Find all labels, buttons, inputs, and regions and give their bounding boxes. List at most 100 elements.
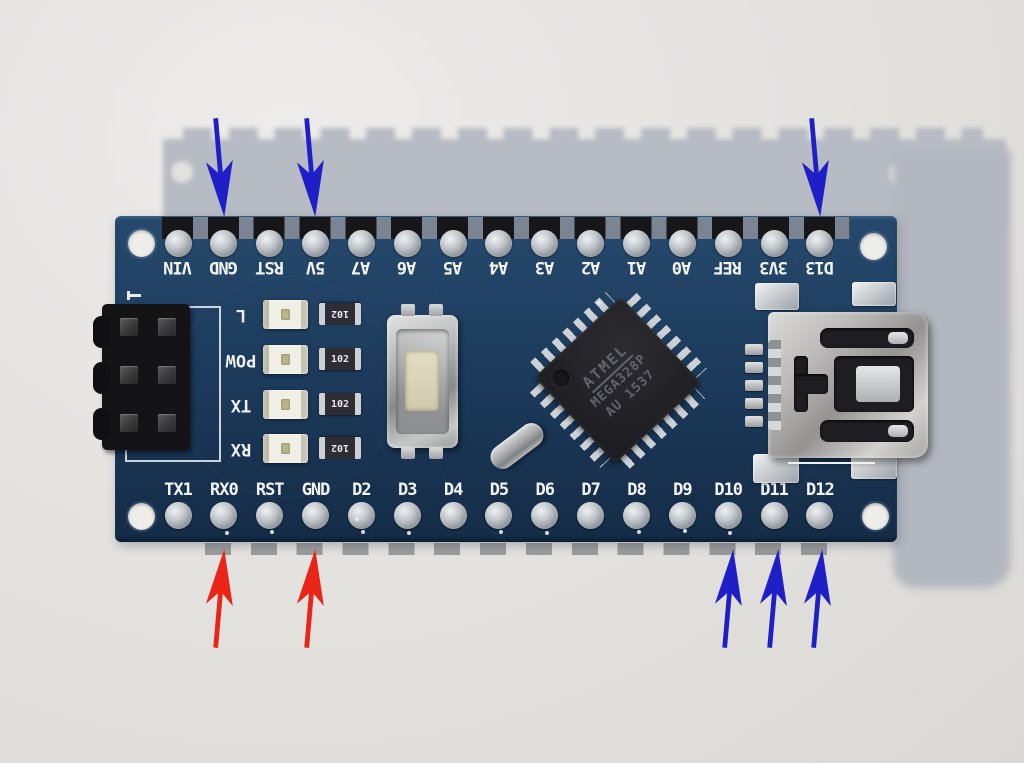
via-dot: [361, 530, 365, 534]
shadow-mounting-hole: [171, 161, 193, 183]
solder-joint-d6: [531, 502, 559, 529]
icsp-pin: [120, 318, 138, 336]
silkscreen-mark: [127, 291, 141, 300]
reset-button: [387, 304, 458, 459]
mounting-hole: [862, 503, 889, 530]
usb-tongue: [856, 366, 900, 402]
pin-label-d5: D5: [489, 480, 510, 500]
pin-label-tx1: TX1: [164, 480, 193, 500]
via-dot: [270, 530, 274, 534]
pin-label-rx0: RX0: [209, 480, 239, 500]
usb-leg: [745, 380, 763, 391]
resistor: 102: [319, 303, 361, 325]
annotation-arrow-blue-d11: [759, 549, 787, 649]
usb-cutout: [794, 374, 828, 394]
pin-label-d8: D8: [627, 480, 647, 500]
icsp-pin: [158, 318, 176, 336]
pin-label-d12: D12: [806, 480, 835, 500]
solder-joint-d9: [668, 502, 696, 529]
usb-solder-tab: [753, 454, 799, 483]
silkscreen-line: [788, 462, 875, 464]
solder-joint-5v: [302, 230, 330, 257]
solder-joint-gnd: [302, 502, 330, 529]
pin-label-d3: D3: [398, 480, 418, 500]
led-label-rx: RX: [230, 439, 252, 459]
pin-label-a2: A2: [581, 257, 600, 277]
solder-joint-a7: [347, 230, 375, 257]
via-dot: [225, 531, 229, 535]
annotation-arrow-blue-d10: [714, 549, 742, 649]
mini-usb-connector: [768, 312, 928, 458]
solder-joint-d5: [485, 502, 513, 529]
solder-joint-rst: [256, 230, 284, 257]
via-dot: [407, 531, 411, 535]
solder-joint-d13: [806, 230, 834, 257]
via-dot: [597, 301, 601, 305]
pin-label-d2: D2: [352, 480, 372, 500]
pin-label-a1: A1: [627, 257, 646, 277]
pin-label-a0: A0: [673, 257, 692, 277]
via-dot: [499, 530, 503, 534]
resistor: 102: [319, 348, 361, 370]
led-l: [263, 300, 308, 329]
button-lead: [401, 447, 415, 459]
mounting-hole: [860, 233, 887, 260]
pin-label-ref: REF: [714, 257, 743, 277]
icsp-pin: [120, 366, 138, 384]
solder-joint-d12: [806, 502, 834, 529]
annotation-arrow-blue-5v: [297, 117, 325, 217]
usb-solder-tab: [852, 282, 896, 306]
led-rx: [263, 434, 308, 463]
usb-leg: [745, 362, 763, 373]
annotation-arrow-red-rx0: [205, 549, 233, 649]
led-die: [281, 399, 290, 410]
mounting-hole: [128, 503, 155, 530]
annotation-arrow-blue-gnd: [205, 117, 233, 217]
pin-label-a6: A6: [398, 257, 417, 277]
icsp-bump: [93, 316, 110, 348]
pin-label-gnd: GND: [301, 480, 331, 500]
via-dot: [355, 517, 359, 521]
solder-joint-a1: [623, 230, 650, 257]
icsp-pin: [158, 414, 176, 432]
via-dot: [728, 531, 732, 535]
icsp-bump: [93, 408, 110, 440]
solder-joint-a3: [531, 230, 559, 257]
led-die: [281, 443, 290, 454]
button-lead: [401, 304, 415, 316]
mounting-hole: [128, 230, 155, 257]
pin-header-bottom-shadow: [205, 543, 845, 555]
icsp-bump: [93, 362, 110, 394]
pin-label-rst: RST: [255, 257, 284, 277]
solder-joint-d8: [623, 502, 650, 529]
pin-label-d4: D4: [443, 480, 464, 500]
button-plunger: [405, 351, 439, 411]
solder-joint-rx0: [210, 502, 238, 529]
usb-solder-tab: [755, 283, 799, 310]
pin-label-a4: A4: [489, 257, 509, 277]
pin-label-gnd: GND: [209, 257, 238, 277]
solder-joint-d7: [577, 502, 605, 529]
solder-joint-d2: [347, 502, 375, 529]
annotation-arrow-blue-d12: [803, 549, 831, 649]
pin-label-vin: VIN: [164, 257, 192, 277]
led-pow: [263, 345, 308, 374]
pin-label-a3: A3: [535, 257, 555, 277]
pin-label-d10: D10: [714, 480, 743, 500]
solder-joint-vin: [164, 230, 192, 257]
pin-label-d6: D6: [535, 480, 556, 500]
pin-label-3v3: 3V3: [760, 257, 788, 277]
usb-leg: [745, 398, 763, 409]
usb-slot-pill: [888, 332, 908, 344]
solder-joint-rst: [256, 502, 284, 529]
pin-label-d11: D11: [760, 480, 789, 500]
solder-joint-a2: [577, 230, 605, 257]
pin-label-a5: A5: [443, 257, 463, 277]
solder-joint-3v3: [760, 230, 788, 257]
icsp-pin: [158, 366, 176, 384]
led-tx: [263, 390, 308, 419]
solder-joint-a6: [393, 230, 421, 257]
pin-label-d13: D13: [806, 257, 834, 277]
via-dot: [683, 529, 687, 533]
